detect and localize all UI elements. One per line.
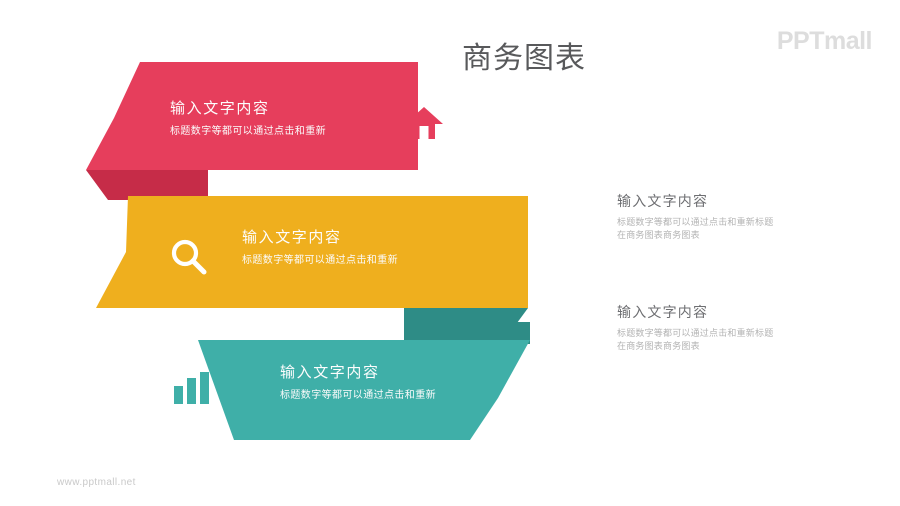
pptmall-logo: PPTmall [776, 27, 873, 55]
home-icon [404, 105, 444, 143]
side-block-1: 输入文字内容 标题数字等都可以通过点击和重新标题 在商务图表商务图表 [617, 192, 832, 242]
ribbon-yellow-subtitle: 标题数字等都可以通过点击和重新 [242, 254, 398, 266]
side-block-1-line1: 标题数字等都可以通过点击和重新标题 [617, 217, 774, 228]
side-block-1-description: 标题数字等都可以通过点击和重新标题 在商务图表商务图表 [617, 216, 832, 242]
page-title: 商务图表 [462, 42, 586, 75]
teal-body-shape [198, 340, 530, 440]
side-block-2-title: 输入文字内容 [617, 304, 709, 320]
side-block-1-line2: 在商务图表商务图表 [617, 230, 700, 241]
side-block-2-line2: 在商务图表商务图表 [617, 341, 700, 352]
side-block-2-line1: 标题数字等都可以通过点击和重新标题 [617, 328, 774, 339]
ribbon-teal-text: 输入文字内容 标题数字等都可以通过点击和重新 [280, 364, 436, 401]
teal-shadow-shape [404, 322, 530, 344]
side-block-2-description: 标题数字等都可以通过点击和重新标题 在商务图表商务图表 [617, 327, 832, 353]
ribbon-red[interactable]: 输入文字内容 标题数字等都可以通过点击和重新 [78, 62, 418, 202]
red-body-shape [86, 62, 418, 170]
ribbon-teal-title: 输入文字内容 [280, 364, 380, 381]
ribbon-teal-subtitle: 标题数字等都可以通过点击和重新 [280, 389, 436, 401]
side-block-1-title: 输入文字内容 [617, 193, 709, 209]
footer-url: www.pptmall.net [57, 477, 136, 488]
ribbon-yellow-text: 输入文字内容 标题数字等都可以通过点击和重新 [242, 229, 398, 266]
ribbon-teal[interactable]: 输入文字内容 标题数字等都可以通过点击和重新 [198, 322, 530, 442]
red-shadow-shape [86, 170, 208, 200]
ribbon-yellow[interactable]: 输入文字内容 标题数字等都可以通过点击和重新 [96, 196, 528, 338]
ribbon-yellow-title: 输入文字内容 [242, 229, 342, 246]
ribbon-red-subtitle: 标题数字等都可以通过点击和重新 [170, 125, 326, 137]
yellow-body-shape [96, 196, 528, 308]
ribbon-red-text: 输入文字内容 标题数字等都可以通过点击和重新 [170, 100, 326, 137]
bar-chart-icon [172, 370, 216, 404]
search-icon [168, 236, 210, 278]
side-block-2: 输入文字内容 标题数字等都可以通过点击和重新标题 在商务图表商务图表 [617, 303, 832, 353]
ribbon-red-title: 输入文字内容 [170, 100, 270, 117]
